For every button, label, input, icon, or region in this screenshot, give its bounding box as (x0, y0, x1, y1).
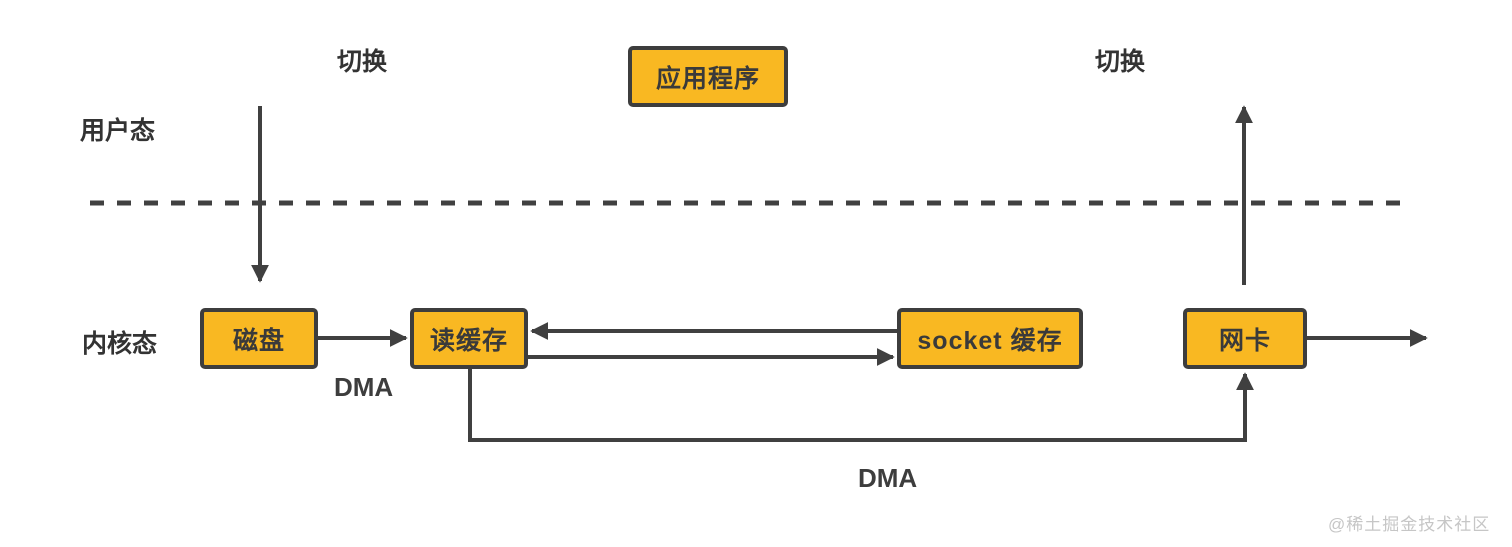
watermark: @稀土掘金技术社区 (1328, 515, 1491, 534)
read-buffer-box-label: 读缓存 (429, 326, 508, 355)
read-buffer-to-nic-dma-arrow (468, 368, 1254, 442)
nic-box-label: 网卡 (1218, 326, 1271, 355)
nic-box: 网卡 (1183, 308, 1307, 369)
dma-label-read-to-nic: DMA (858, 463, 918, 493)
user-mode-label: 用户态 (80, 117, 156, 145)
socket-buffer-box-label: socket 缓存 (917, 326, 1063, 355)
dma-label-disk-to-read: DMA (334, 372, 394, 402)
kernel-mode-label: 内核态 (82, 330, 158, 358)
disk-box: 磁盘 (200, 308, 318, 369)
disk-box-label: 磁盘 (232, 326, 285, 355)
read-buffer-box: 读缓存 (410, 308, 528, 369)
application-box: 应用程序 (628, 46, 788, 107)
switch-label-left: 切换 (337, 48, 388, 76)
switch-label-right: 切换 (1095, 48, 1146, 76)
socket-buffer-box: socket 缓存 (897, 308, 1083, 369)
application-box-label: 应用程序 (655, 64, 760, 93)
